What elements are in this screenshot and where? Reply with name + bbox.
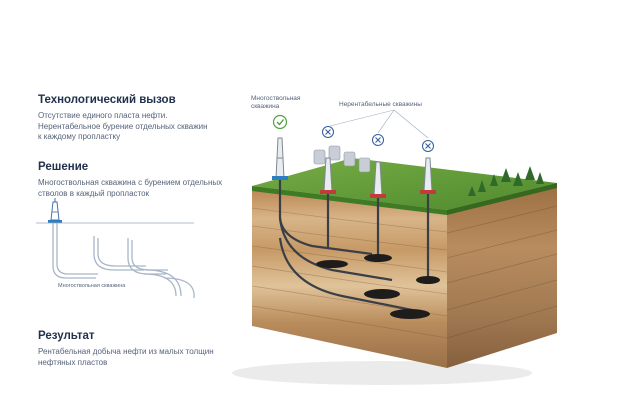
derrick-unprofitable-1 (320, 157, 336, 194)
result-line: нефтяных пластов (38, 357, 108, 367)
cross-icon (372, 134, 384, 146)
tree-group (468, 166, 544, 196)
result-text: Рентабельная добыча нефти из малых толщи… (38, 347, 238, 368)
challenge-line: Отсутствие единого пласта нефти. (38, 111, 168, 120)
solution-line: стволов в каждый пропласток (38, 188, 150, 198)
unprofitable-wells-label: Нерентабельные скважины (339, 101, 422, 108)
derricks (272, 137, 436, 198)
schema-label: Многоствольная скважина (58, 283, 126, 289)
wellbore-lines (52, 223, 195, 299)
grass-side-edge (447, 183, 557, 215)
soil-front-face (252, 186, 447, 368)
solution-text: Многоствольная скважина с бурением отдел… (38, 178, 238, 199)
derrick-icon (48, 198, 62, 223)
cross-icon (422, 140, 434, 152)
challenge-line: Нерентабельное бурение отдельных скважин (38, 121, 208, 131)
multilateral-label-line: Многоствольная (251, 95, 301, 102)
underground-wellbores (278, 178, 430, 314)
oilfield-illustration (232, 109, 558, 385)
oil-deposits (316, 254, 440, 319)
challenge-text: Отсутствие единого пласта нефти. Нерента… (38, 111, 248, 143)
result-title: Результат (38, 330, 95, 342)
check-icon (272, 114, 288, 130)
challenge-title: Технологический вызов (38, 94, 176, 106)
multilateral-well-schema (36, 198, 195, 299)
ground-shadow (232, 361, 532, 385)
derrick-unprofitable-3 (420, 157, 436, 194)
cross-icon (322, 126, 334, 138)
derrick-multilateral (272, 137, 288, 180)
result-line: Рентабельная добыча нефти из малых толщи… (38, 347, 214, 356)
derrick-unprofitable-2 (370, 161, 386, 198)
multilateral-label-line: скважина (251, 103, 280, 110)
storage-tanks (313, 145, 371, 173)
solution-line: Многоствольная скважина с бурением отдел… (38, 178, 223, 187)
callout-lines (329, 109, 429, 139)
soil-side-face (447, 183, 557, 368)
multilateral-well-label: Многоствольная скважина (251, 95, 300, 111)
strata-lines (251, 207, 448, 339)
grass-front-edge (252, 186, 447, 215)
challenge-line: к каждому пропластку (38, 132, 121, 141)
side-strata-lines (446, 205, 558, 339)
solution-title: Решение (38, 161, 89, 173)
